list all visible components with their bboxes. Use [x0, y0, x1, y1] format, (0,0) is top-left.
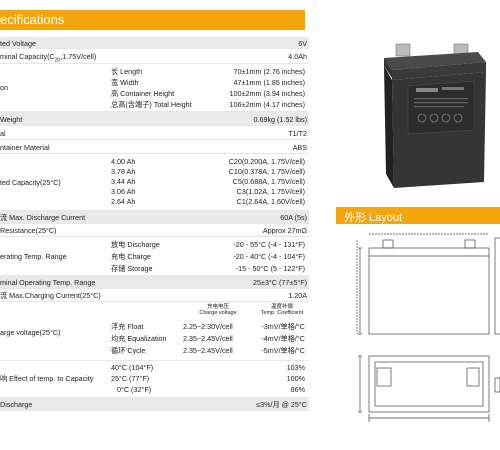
- temp-effect-25c: 25°C (77°F)100%: [111, 374, 305, 383]
- spec-row-internal-resistance: Resistance(25°C) Approx 27mΩ: [0, 224, 309, 237]
- spec-row-nominal-temp: minal Operating Temp. Range 25±3°C (77±5…: [0, 276, 309, 289]
- spec-value: T1/T2: [288, 129, 307, 138]
- spec-row-terminal: al T1/T2: [0, 126, 309, 140]
- spec-label: ted Voltage: [0, 39, 36, 48]
- spec-label: arge voltage(25°C): [0, 328, 61, 337]
- spec-label: ted Capacity(25°C): [0, 178, 61, 187]
- layout-title: 外形 Layout: [344, 212, 403, 224]
- spec-label: minal Capacity(C20,1.75V/cell): [0, 52, 97, 64]
- spec-label: 流 Max. Discharge Current: [0, 213, 86, 222]
- layout-diagram: [356, 233, 500, 422]
- spec-row-max-discharge: 流 Max. Discharge Current 60A (5s): [0, 211, 309, 224]
- spec-value: 60A (5s): [280, 213, 307, 222]
- spec-label: erating Temp. Range: [0, 252, 67, 261]
- spec-label: Discharge: [0, 400, 33, 409]
- temp-storage: 存储 Storage-15 - 50°C (5 - 122°F): [111, 264, 305, 273]
- spec-label: on: [0, 83, 8, 92]
- spec-table: ted Voltage 6V minal Capacity(C20,1.75V/…: [0, 37, 309, 411]
- spec-label-subscript: 20: [54, 57, 61, 64]
- spec-value: ABS: [292, 143, 307, 152]
- layout-header: 外形 Layout: [336, 207, 500, 224]
- temp-effect-40c: 40°C (104°F)103%: [111, 363, 305, 372]
- spec-row-self-discharge: Discharge ≤3%/月 @ 25°C: [0, 398, 309, 411]
- spec-value: 25±3°C (77±5°F): [253, 278, 307, 287]
- temp-discharge: 放电 Discharge-20 - 55°C (-4 - 131°F): [111, 240, 305, 249]
- spec-label: ntainer Material: [0, 143, 50, 152]
- spec-value: 4.0Ah: [288, 52, 307, 61]
- specifications-header: ecifications: [0, 10, 305, 30]
- specifications-title: ecifications: [0, 12, 65, 27]
- spec-row-rated-voltage: ted Voltage 6V: [0, 37, 309, 49]
- temp-charge: 充电 Charge-20 - 40°C (-4 - 104°F): [111, 252, 305, 261]
- spec-row-temp-effect: 响 Effect of temp. to Capacity 40°C (104°…: [0, 361, 309, 398]
- battery-image: [384, 43, 486, 188]
- spec-row-max-charging: 流 Max.Charging Current(25°C) 1.20A: [0, 289, 309, 302]
- spec-label: Weight: [0, 115, 23, 124]
- spec-label: minal Operating Temp. Range: [0, 278, 96, 287]
- spec-value: ≤3%/月 @ 25°C: [256, 400, 307, 409]
- spec-value: 6V: [298, 39, 307, 48]
- temp-effect-0c: 0°C (32°F)86%: [117, 385, 305, 394]
- spec-row-container-material: ntainer Material ABS: [0, 140, 309, 154]
- spec-value: 0.69kg (1.52 lbs): [253, 115, 307, 124]
- spec-label: 响 Effect of temp. to Capacity: [0, 374, 94, 383]
- spec-row-weight: Weight 0.69kg (1.52 lbs): [0, 112, 309, 126]
- spec-row-operating-temp: erating Temp. Range 放电 Discharge-20 - 55…: [0, 237, 309, 276]
- spec-label: Resistance(25°C): [0, 226, 57, 235]
- spec-value: Approx 27mΩ: [262, 226, 307, 235]
- spec-label: al: [0, 129, 6, 138]
- spec-row-nominal-capacity: minal Capacity(C20,1.75V/cell) 4.0Ah: [0, 49, 309, 64]
- spec-value: 1.20A: [288, 291, 307, 300]
- spec-label: 流 Max.Charging Current(25°C): [0, 291, 101, 300]
